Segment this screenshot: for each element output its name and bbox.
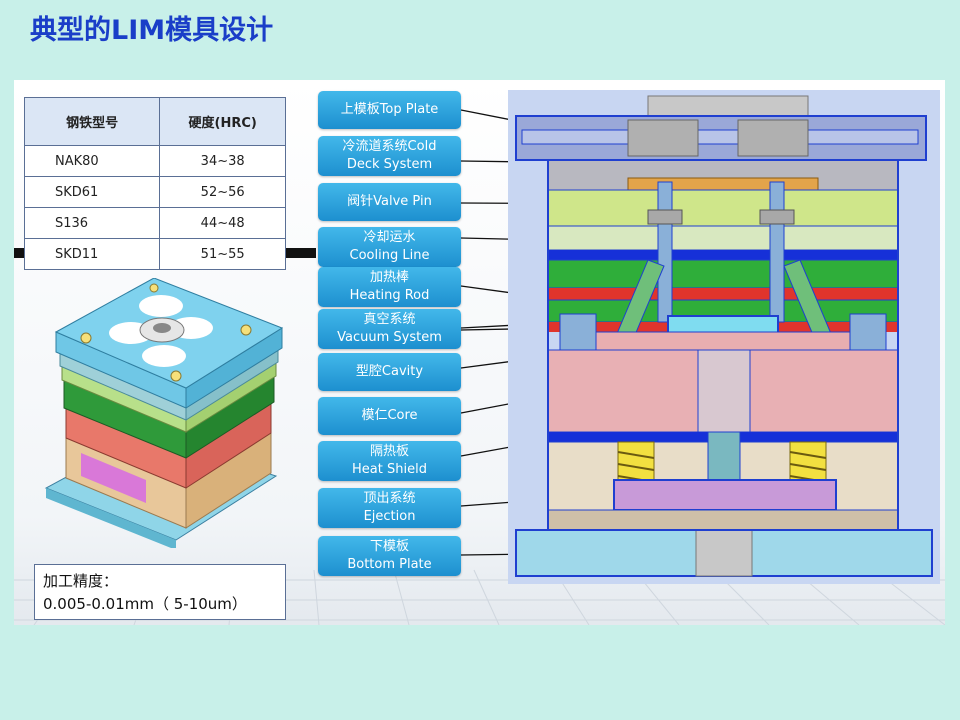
diagram-panel: 钢铁型号 硬度(HRC) NAK80 34~38 SKD61 52~56 S13… (14, 80, 945, 625)
cell-hardness: 52~56 (159, 176, 286, 208)
cell-grade: S136 (23, 207, 161, 239)
table-row: S136 44~48 (23, 207, 286, 239)
cell-grade: NAK80 (23, 145, 161, 177)
mold-cross-section (508, 90, 940, 584)
table-row: NAK80 34~38 (23, 145, 286, 177)
mold-isometric-illustration (44, 278, 284, 548)
page-title: 典型的LIM模具设计 (30, 15, 274, 46)
table-row: SKD11 51~55 (23, 238, 286, 270)
steel-hardness-table: 钢铁型号 硬度(HRC) NAK80 34~38 SKD61 52~56 S13… (23, 97, 286, 270)
label-core: 模仁Core (318, 397, 461, 435)
cell-grade: SKD11 (23, 238, 161, 270)
label-top-plate: 上模板Top Plate (318, 91, 461, 129)
cell-hardness: 34~38 (159, 145, 286, 177)
cell-hardness: 51~55 (159, 238, 286, 270)
precision-value: 0.005-0.01mm（ 5-10um） (43, 595, 247, 613)
precision-label: 加工精度： (43, 572, 119, 590)
black-bar-left (14, 248, 24, 258)
table-header-row: 钢铁型号 硬度(HRC) (23, 97, 286, 146)
black-bar-middle (286, 248, 316, 258)
cell-grade: SKD61 (23, 176, 161, 208)
table-row: SKD61 52~56 (23, 176, 286, 208)
label-cavity: 型腔Cavity (318, 353, 461, 391)
header-hardness: 硬度(HRC) (159, 97, 286, 146)
machining-precision-box: 加工精度： 0.005-0.01mm（ 5-10um） (34, 564, 286, 620)
label-valve-pin: 阀针Valve Pin (318, 183, 461, 221)
header-steel-grade: 钢铁型号 (23, 97, 161, 146)
cell-hardness: 44~48 (159, 207, 286, 239)
